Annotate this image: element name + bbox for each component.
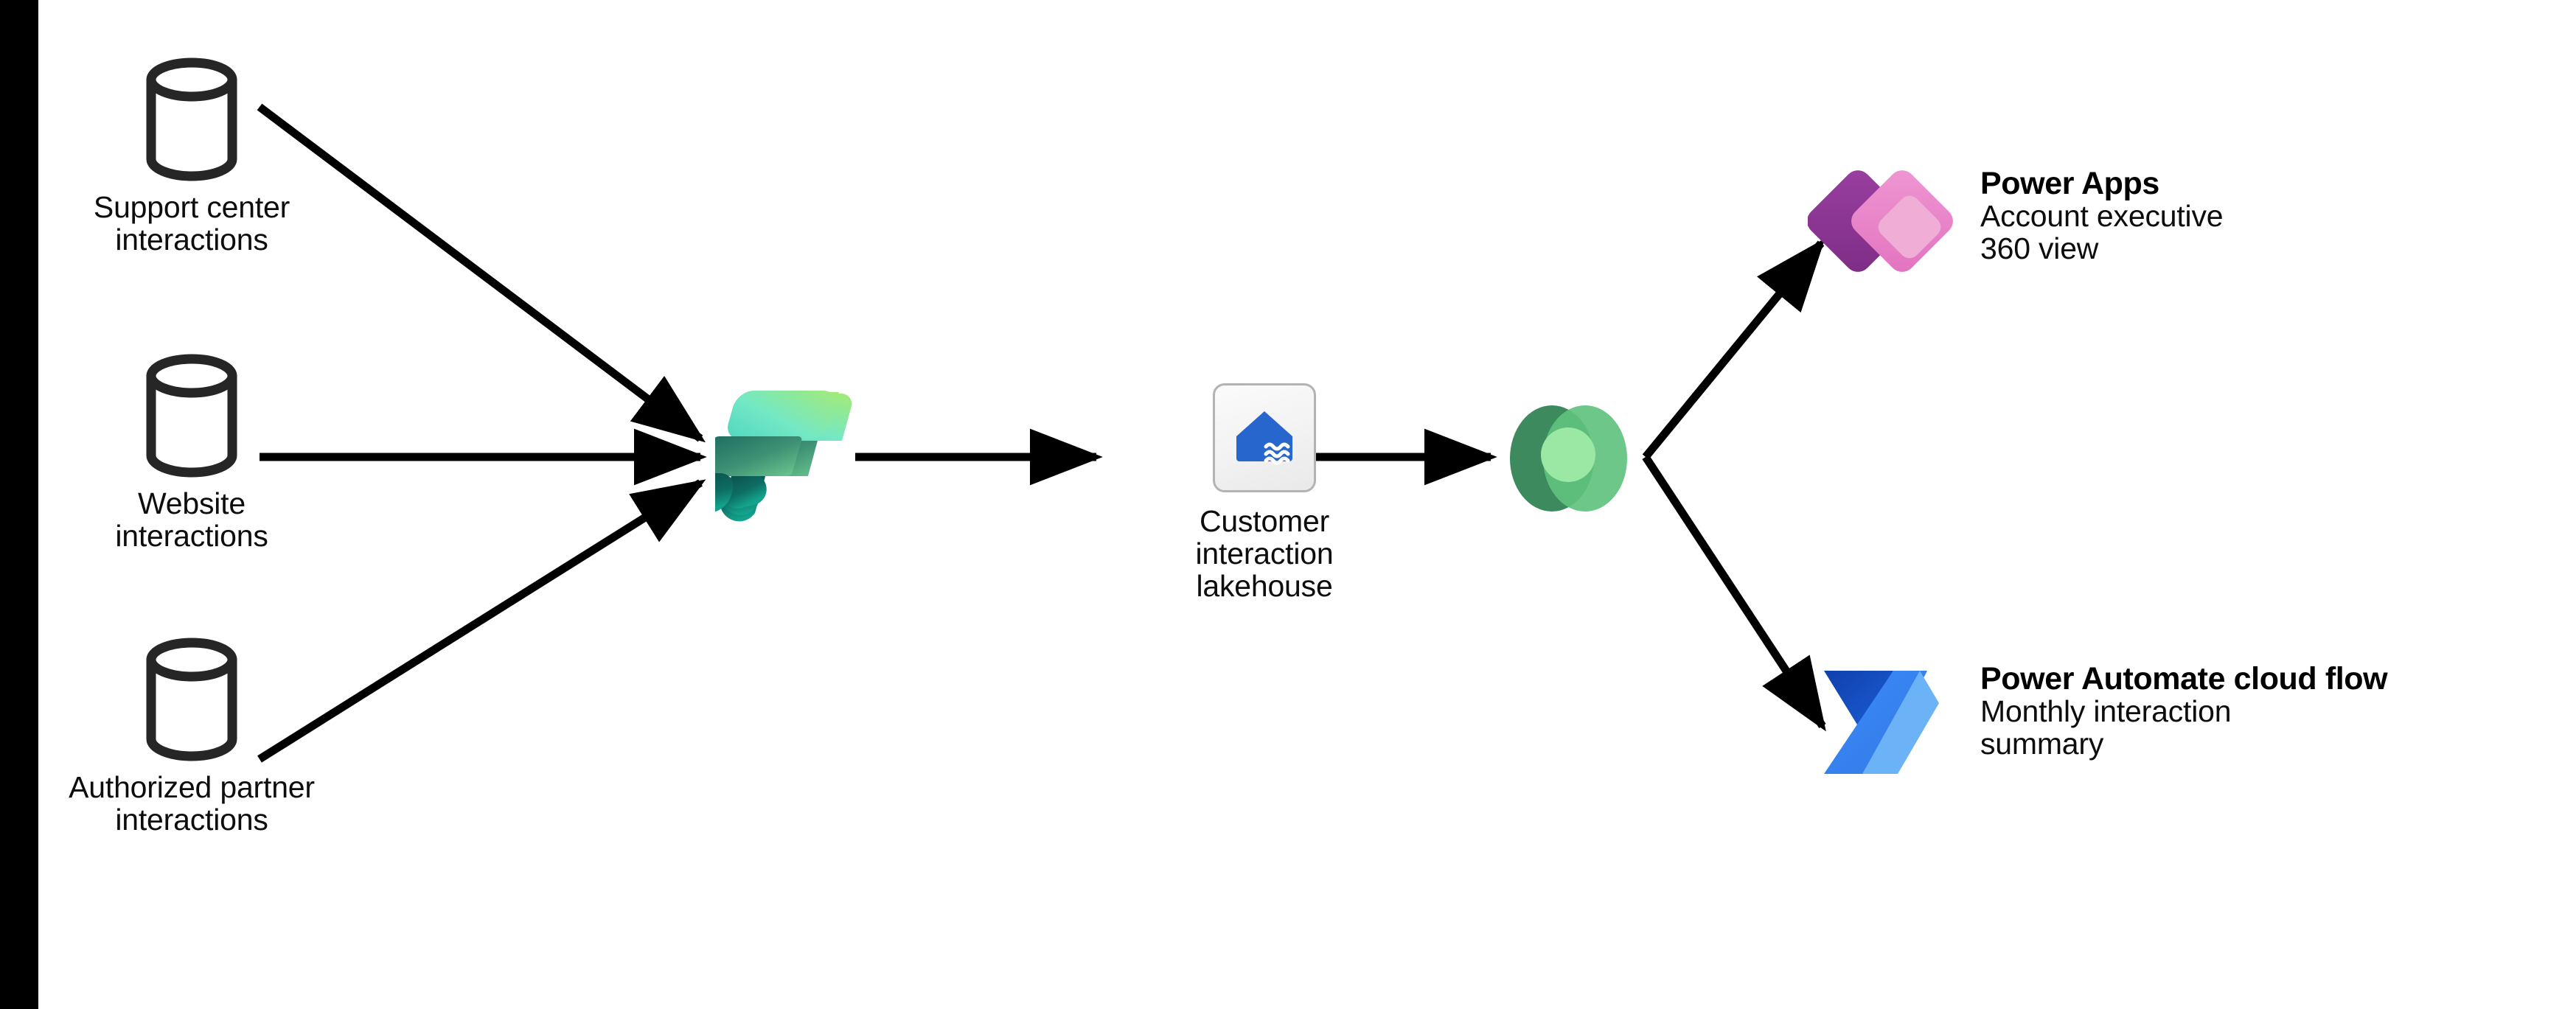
- power-automate-title: Power Automate cloud flow: [1980, 661, 2388, 696]
- lakehouse-card: [1213, 383, 1316, 492]
- power-automate-text-block: Power Automate cloud flow Monthly intera…: [1980, 649, 2388, 761]
- database-cylinder-icon: [146, 354, 237, 478]
- source-node-support-center[interactable]: Support center interactions: [0, 57, 383, 256]
- lakehouse-label: Customer interaction lakehouse: [1195, 504, 1334, 603]
- source-node-website[interactable]: Website interactions: [0, 354, 383, 553]
- dataverse-node[interactable]: [1491, 394, 1646, 523]
- lakehouse-node[interactable]: Customer interaction lakehouse: [1099, 383, 1430, 603]
- database-cylinder-icon: [146, 57, 237, 181]
- destination-node-power-apps[interactable]: Power Apps Account executive 360 view: [1808, 153, 2224, 301]
- microsoft-fabric-icon: [686, 391, 852, 522]
- database-cylinder-icon: [146, 638, 237, 761]
- source-label-authorized-partner: Authorized partner interactions: [69, 770, 315, 837]
- edge-dataverse-to-powerautomate: [1642, 454, 1826, 732]
- power-apps-icon: [1808, 170, 1953, 272]
- edge-dataverse-to-powerapps: [1642, 238, 1825, 460]
- power-automate-icon: [1824, 671, 1939, 774]
- power-apps-subtitle: Account executive 360 view: [1980, 199, 2224, 265]
- source-label-website: Website interactions: [115, 486, 268, 553]
- source-node-authorized-partner[interactable]: Authorized partner interactions: [0, 638, 383, 837]
- power-apps-text-block: Power Apps Account executive 360 view: [1980, 153, 2224, 265]
- source-label-support-center: Support center interactions: [93, 190, 290, 256]
- lakehouse-icon: [1236, 411, 1292, 465]
- microsoft-dataverse-icon: [1510, 405, 1627, 512]
- power-apps-title: Power Apps: [1980, 166, 2159, 201]
- destination-node-power-automate[interactable]: Power Automate cloud flow Monthly intera…: [1808, 649, 2388, 796]
- fabric-node[interactable]: [686, 382, 852, 522]
- left-black-bar: [0, 0, 38, 1009]
- power-automate-subtitle: Monthly interaction summary: [1980, 694, 2232, 761]
